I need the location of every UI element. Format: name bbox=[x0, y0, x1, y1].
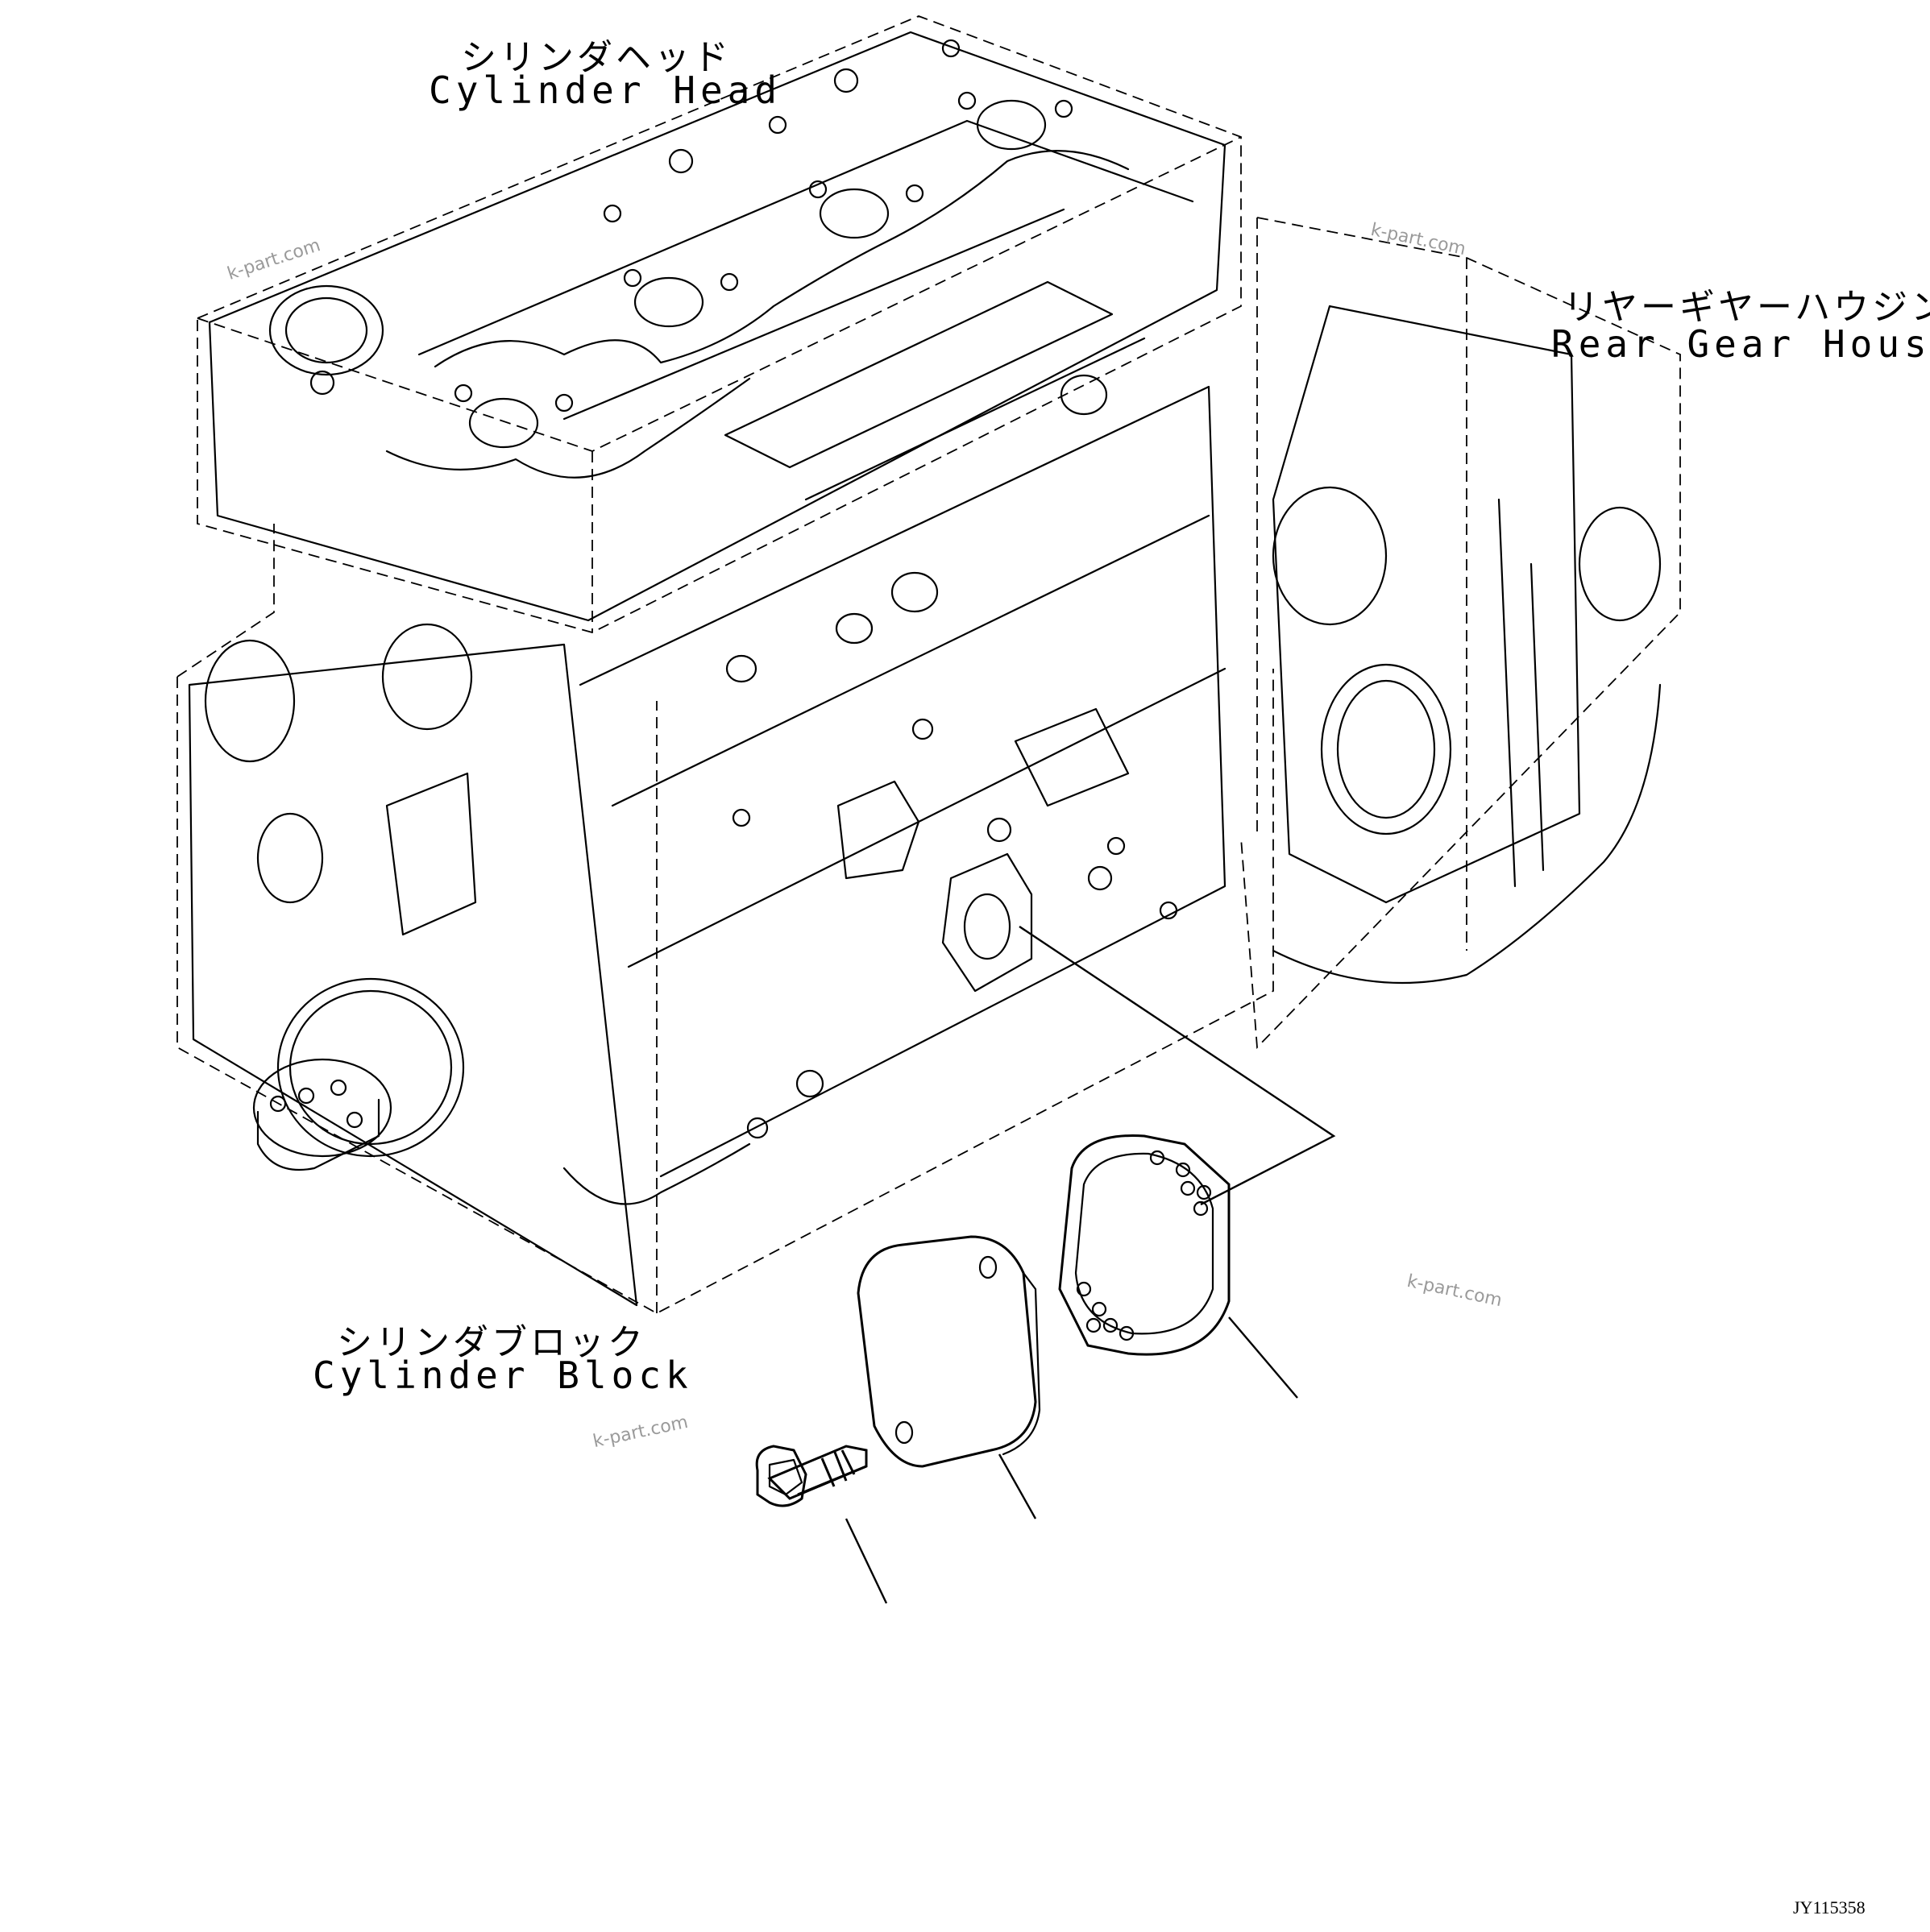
gasket-part bbox=[1058, 1134, 1231, 1356]
cylinder-block-drawing bbox=[176, 374, 1274, 1315]
rear-gear-housing-drawing bbox=[1240, 217, 1681, 1050]
cylinder-head-drawing bbox=[197, 15, 1242, 633]
leader-line-cover bbox=[998, 1453, 1037, 1519]
cylinder-head-label-jp: シリンダヘッド bbox=[461, 37, 732, 78]
rear-gear-housing-label-jp: リヤーギヤーハウジング bbox=[1563, 287, 1930, 328]
rear-gear-housing-label-en: Rear Gear Housing bbox=[1551, 322, 1930, 366]
leader-line-bolt bbox=[845, 1518, 888, 1604]
leader-line-gasket-bracket bbox=[1019, 926, 1336, 1206]
drawing-code: JY115358 bbox=[1793, 1897, 1866, 1917]
cover-plate-part bbox=[857, 1235, 1041, 1468]
leader-line-gasket bbox=[1228, 1316, 1298, 1399]
cylinder-head-label-en: Cylinder Head bbox=[429, 68, 782, 112]
cylinder-block-label-en: Cylinder Block bbox=[313, 1354, 693, 1397]
cylinder-block-label-jp: シリンダブロック bbox=[337, 1322, 646, 1363]
bolt-part bbox=[755, 1445, 868, 1507]
